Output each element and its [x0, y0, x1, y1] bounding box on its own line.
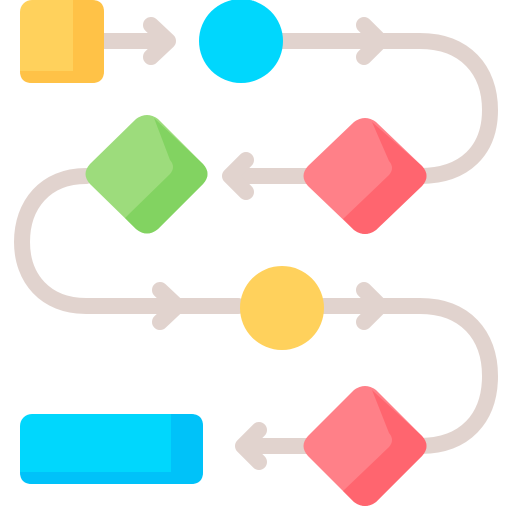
end-rectangle-shade	[20, 414, 203, 484]
arrow-left-icon	[235, 422, 267, 470]
connector-left-curve	[14, 168, 246, 314]
process-circle-middle-body	[240, 266, 324, 350]
arrow-left-icon	[222, 152, 254, 200]
end-rectangle-body	[20, 414, 203, 484]
connector-middle-circle-to-right-curve	[316, 298, 498, 454]
decision-diamond-left-node	[85, 115, 208, 234]
decision-diamond-right-2-node	[303, 386, 427, 506]
process-circle-top-body	[199, 0, 283, 83]
connector-circle-to-right-curve	[272, 33, 498, 184]
arrow-right-icon	[356, 17, 388, 65]
decision-diamond-left-shade	[125, 118, 208, 234]
connector-lines	[14, 33, 498, 454]
arrow-right-icon	[356, 282, 388, 330]
start-square-shade	[20, 0, 104, 83]
process-circle-middle-node	[240, 266, 326, 351]
arrow-right-icon	[152, 282, 185, 330]
arrow-heads	[143, 17, 388, 470]
decision-diamond-right-1-node	[303, 118, 427, 234]
start-square-node	[20, 0, 104, 83]
arrow-right-icon	[143, 17, 176, 65]
decision-diamond-right-1-shade	[343, 122, 427, 234]
decision-diamond-right-2-shade	[343, 390, 427, 506]
end-rectangle-node	[20, 414, 203, 484]
process-circle-top-node	[199, 0, 284, 84]
